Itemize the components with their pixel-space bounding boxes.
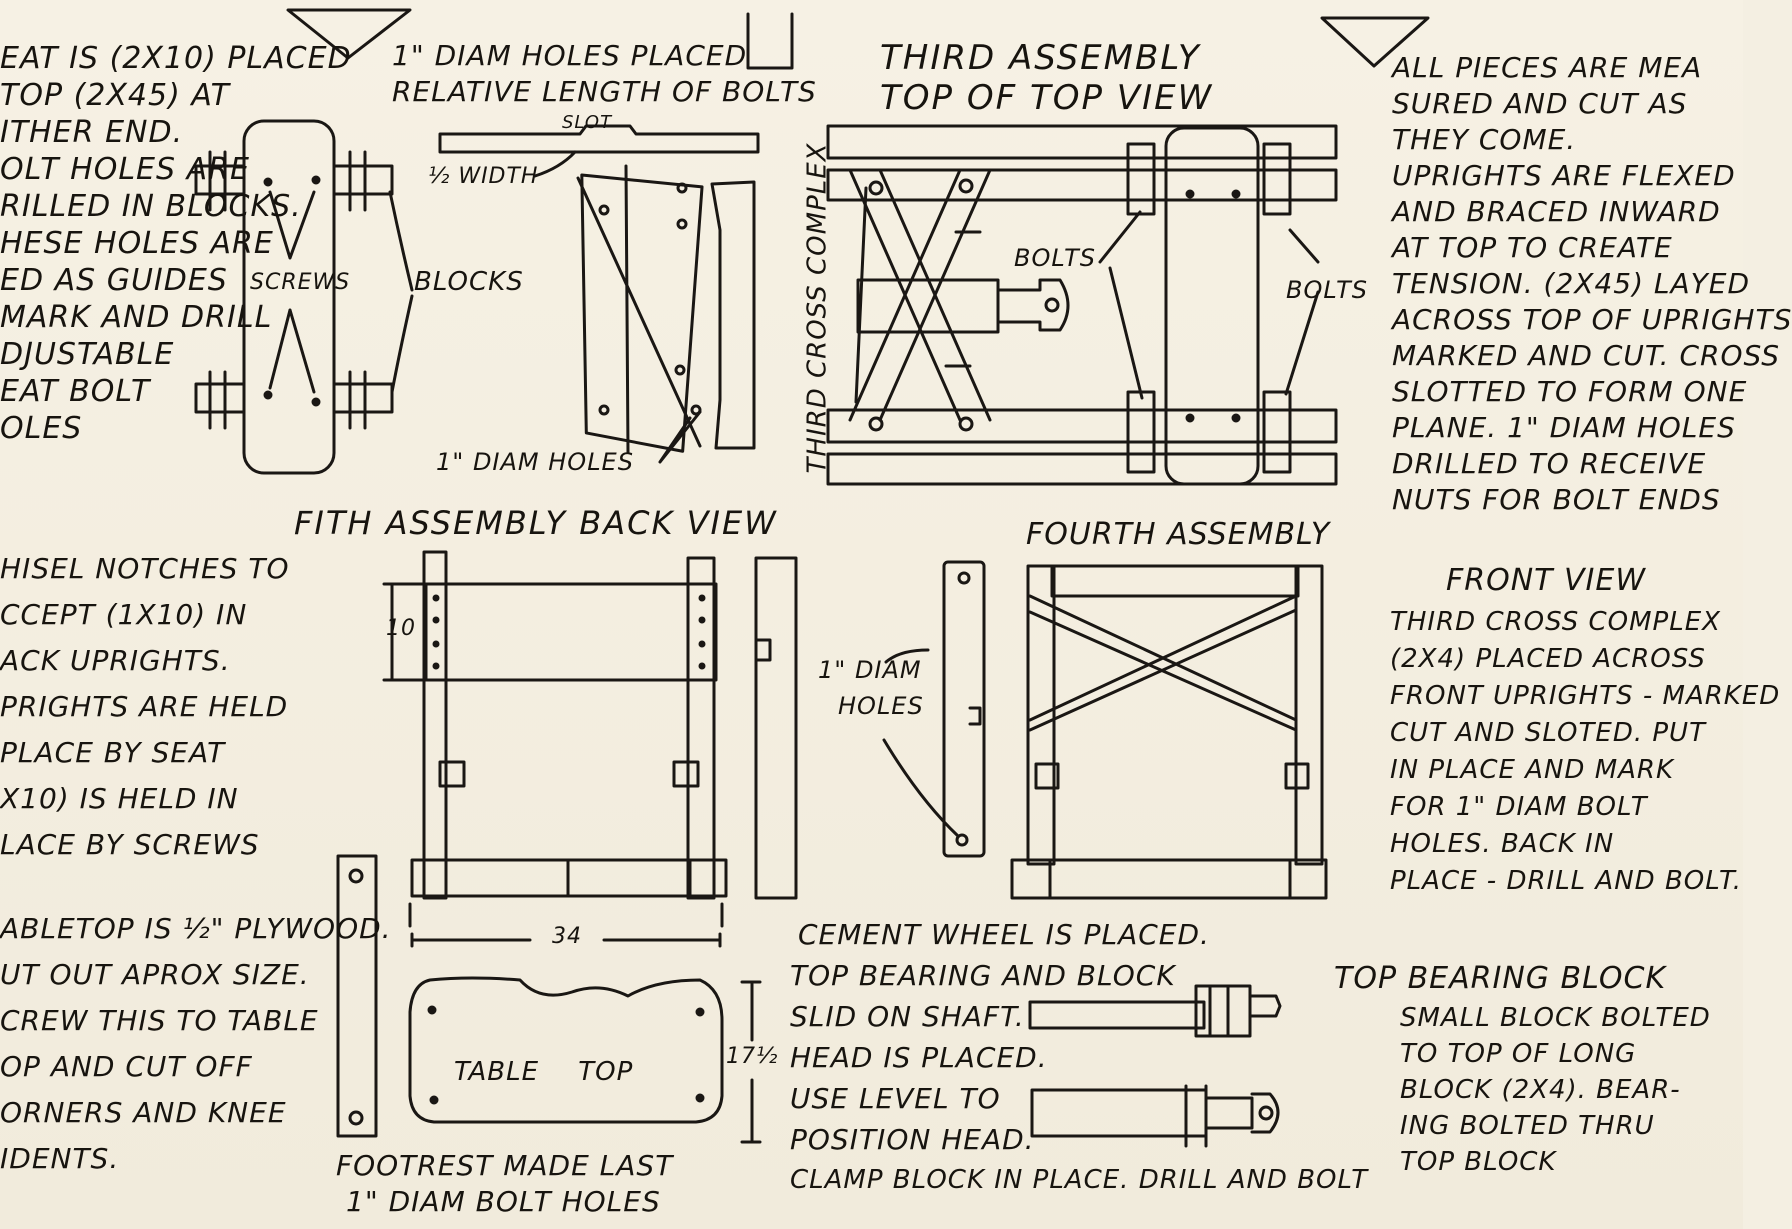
tabletop-notes: ABLETOP IS ½" PLYWOOD. UT OUT APROX SIZE…: [0, 912, 392, 1175]
footrest: [336, 854, 378, 1138]
screws-label: SCREWS: [250, 270, 351, 295]
triangle-marker-left: [286, 8, 412, 60]
third-assembly-heading: THIRD ASSEMBLY TOP OF TOP VIEW: [880, 38, 1214, 118]
slot-holes-label: 1" DIAM HOLES: [436, 448, 634, 476]
seat-notes: EAT IS (2X10) PLACED TOP (2X45) AT ITHER…: [0, 41, 352, 446]
fifth-assembly-back-view: [382, 550, 798, 900]
slot-diagram-heading: 1" DIAM HOLES PLACED RELATIVE LENGTH OF …: [392, 39, 817, 108]
slot-diagram: [438, 124, 760, 464]
technical-drawing: [194, 8, 1430, 1148]
bolts-label-center: BOLTS: [1014, 244, 1096, 272]
bearing-heading: TOP BEARING BLOCK: [1334, 961, 1667, 996]
blocks-label: BLOCKS: [414, 267, 524, 297]
tab-marker: [746, 12, 794, 70]
table-width-dim: 34: [552, 924, 582, 949]
bearing-detail: [1028, 984, 1282, 1148]
bolts-label-right: BOLTS: [1286, 276, 1368, 304]
fourth-assembly-front-view: [882, 560, 1328, 900]
slot-label: SLOT: [562, 112, 613, 133]
footrest-note: FOOTREST MADE LAST 1" DIAM BOLT HOLES: [336, 1149, 674, 1218]
third-cross-complex-label: THIRD CROSS COMPLEX: [802, 142, 833, 474]
cement-wheel-notes: CEMENT WHEEL IS PLACED. TOP BEARING AND …: [790, 918, 1369, 1195]
fourth-holes-label: 1" DIAM HOLES: [818, 656, 924, 720]
table-top-label: TABLE TOP: [454, 1057, 634, 1087]
chisel-notes: HISEL NOTCHES TO CCEPT (1X10) IN ACK UPR…: [0, 552, 290, 861]
front-view-notes: THIRD CROSS COMPLEX (2X4) PLACED ACROSS …: [1390, 607, 1781, 896]
table-depth-dim: 17½: [726, 1044, 779, 1069]
seat-diagram: [194, 119, 414, 475]
fifth-assembly-heading: FITH ASSEMBLY BACK VIEW: [294, 504, 778, 542]
drawing-sheet: [0, 0, 1743, 1229]
table-top-drawing: [408, 902, 762, 1144]
bearing-notes: SMALL BLOCK BOLTED TO TOP OF LONG BLOCK …: [1400, 1003, 1711, 1177]
fourth-assembly-heading: FOURTH ASSEMBLY: [1026, 517, 1331, 552]
triangle-marker-right: [1320, 16, 1430, 68]
dim-10-label: 10: [386, 616, 416, 641]
pieces-notes: ALL PIECES ARE MEA SURED AND CUT AS THEY…: [1392, 51, 1792, 516]
half-width-label: ½ WIDTH: [428, 164, 539, 189]
third-assembly-top-view: [826, 124, 1338, 486]
front-view-heading: FRONT VIEW: [1446, 563, 1647, 598]
